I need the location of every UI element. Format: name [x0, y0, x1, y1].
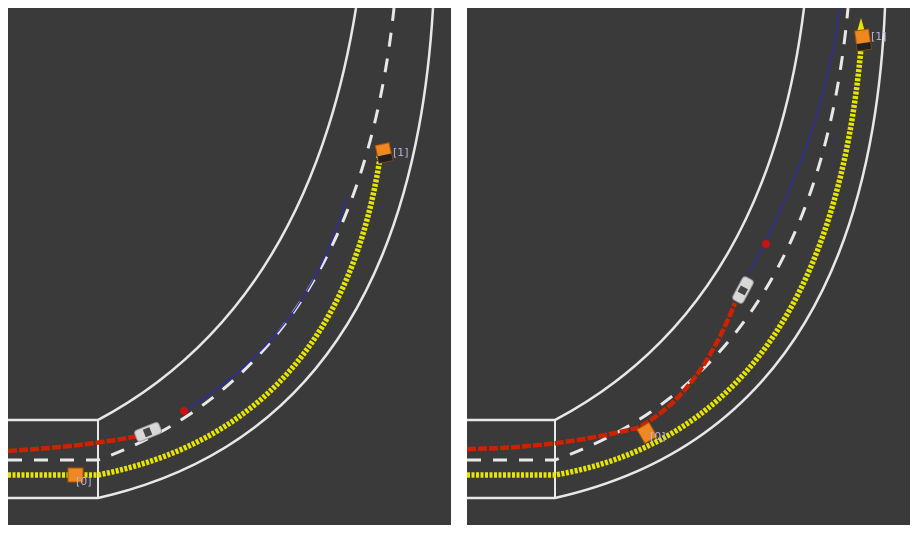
car-label-1: [1]	[871, 30, 887, 43]
goal-marker-icon	[762, 240, 770, 248]
reference-line	[182, 197, 347, 412]
road-scene-left: [0] [1]	[8, 8, 435, 500]
reference-line	[748, 8, 840, 274]
path-arrow-icon	[857, 18, 865, 32]
road-outer-border	[467, 8, 887, 500]
road-inner-border	[8, 8, 358, 422]
road-outer-border	[8, 8, 435, 500]
goal-marker-icon	[180, 407, 188, 415]
simulation-view-right: [0] [1]	[467, 8, 910, 525]
target-car-icon	[636, 421, 658, 445]
car-label-0: [0]	[650, 430, 666, 443]
road-scene-right: [0] [1]	[467, 8, 887, 500]
target-car-icon	[67, 467, 84, 483]
ego-car-icon	[732, 276, 754, 304]
driven-path	[467, 302, 738, 452]
ego-car-icon	[134, 421, 162, 443]
target-car-icon	[854, 28, 872, 52]
car-label-1: [1]	[393, 146, 409, 159]
car-label-0: [0]	[76, 475, 92, 488]
driven-path	[8, 433, 139, 454]
lane-center-dashes	[8, 8, 396, 462]
simulation-view-left: [0] [1]	[8, 8, 451, 525]
planned-path	[8, 157, 383, 478]
target-car-icon	[374, 142, 394, 164]
road-inner-border	[467, 8, 806, 422]
planned-path	[467, 47, 864, 478]
lane-center-dashes	[467, 8, 850, 462]
